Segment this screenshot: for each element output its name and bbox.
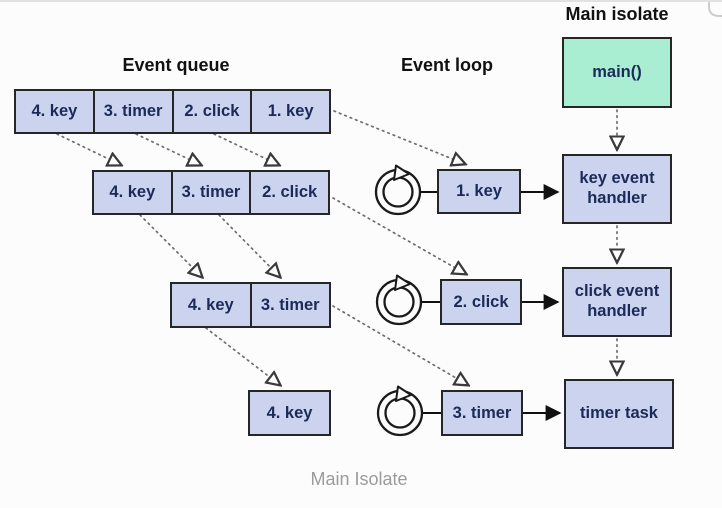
timer-task-box: timer task	[564, 379, 674, 449]
event-loop-item-2: 2. click	[440, 279, 522, 325]
event-queue-row-2: 4. key 3. timer 2. click	[92, 170, 330, 215]
main-isolate-caption: Main Isolate	[310, 469, 408, 489]
event-queue-row-3: 4. key 3. timer	[170, 282, 331, 328]
loop-cycle-icon-2	[375, 274, 423, 326]
queue-cell: 2. click	[249, 172, 328, 213]
event-loop-item-3: 3. timer	[441, 390, 523, 436]
queue-cell: 3. timer	[92, 91, 172, 132]
event-queue-row-4: 4. key	[248, 390, 331, 436]
main-function-box: main()	[562, 37, 672, 108]
loop-cycle-icon-1	[374, 164, 422, 216]
queue-cell: 4. key	[109, 183, 156, 201]
event-queue-title: Event queue	[122, 55, 230, 75]
loop-cycle-icon-3	[376, 385, 424, 437]
queue-cell: 2. click	[171, 91, 251, 132]
queue-cell: 4. key	[187, 295, 234, 314]
queue-cell: 1. key	[250, 91, 329, 132]
dotted-arrow-r3c1-to-r4c1	[205, 327, 280, 385]
queue-cell: 4. key	[266, 403, 313, 422]
queue-cell: 3. timer	[249, 284, 330, 326]
queue-cell: 4. key	[31, 102, 78, 120]
dotted-arrow-r1c1-to-r2c1	[56, 133, 121, 165]
dotted-arrow-r2c2-to-r3c2	[218, 214, 280, 277]
dotted-arrow-r1c2-to-r2c2	[135, 133, 201, 165]
dotted-arrow-r2c1-to-r3c1	[139, 214, 202, 277]
event-loop-title: Event loop	[400, 55, 493, 75]
event-loop-item-1: 1. key	[437, 169, 521, 214]
window-corner-artifact	[708, 2, 722, 17]
event-queue-row-1: 4. key 3. timer 2. click 1. key	[14, 89, 331, 134]
dotted-arrow-r1c4-to-loop1	[333, 110, 465, 164]
main-isolate-title: Main isolate	[565, 4, 669, 24]
queue-cell: 3. timer	[170, 172, 250, 213]
dotted-arrow-r1c3-to-r2c3	[213, 133, 279, 165]
click-event-handler-box: click event handler	[562, 267, 672, 337]
key-event-handler-box: key event handler	[562, 154, 672, 224]
